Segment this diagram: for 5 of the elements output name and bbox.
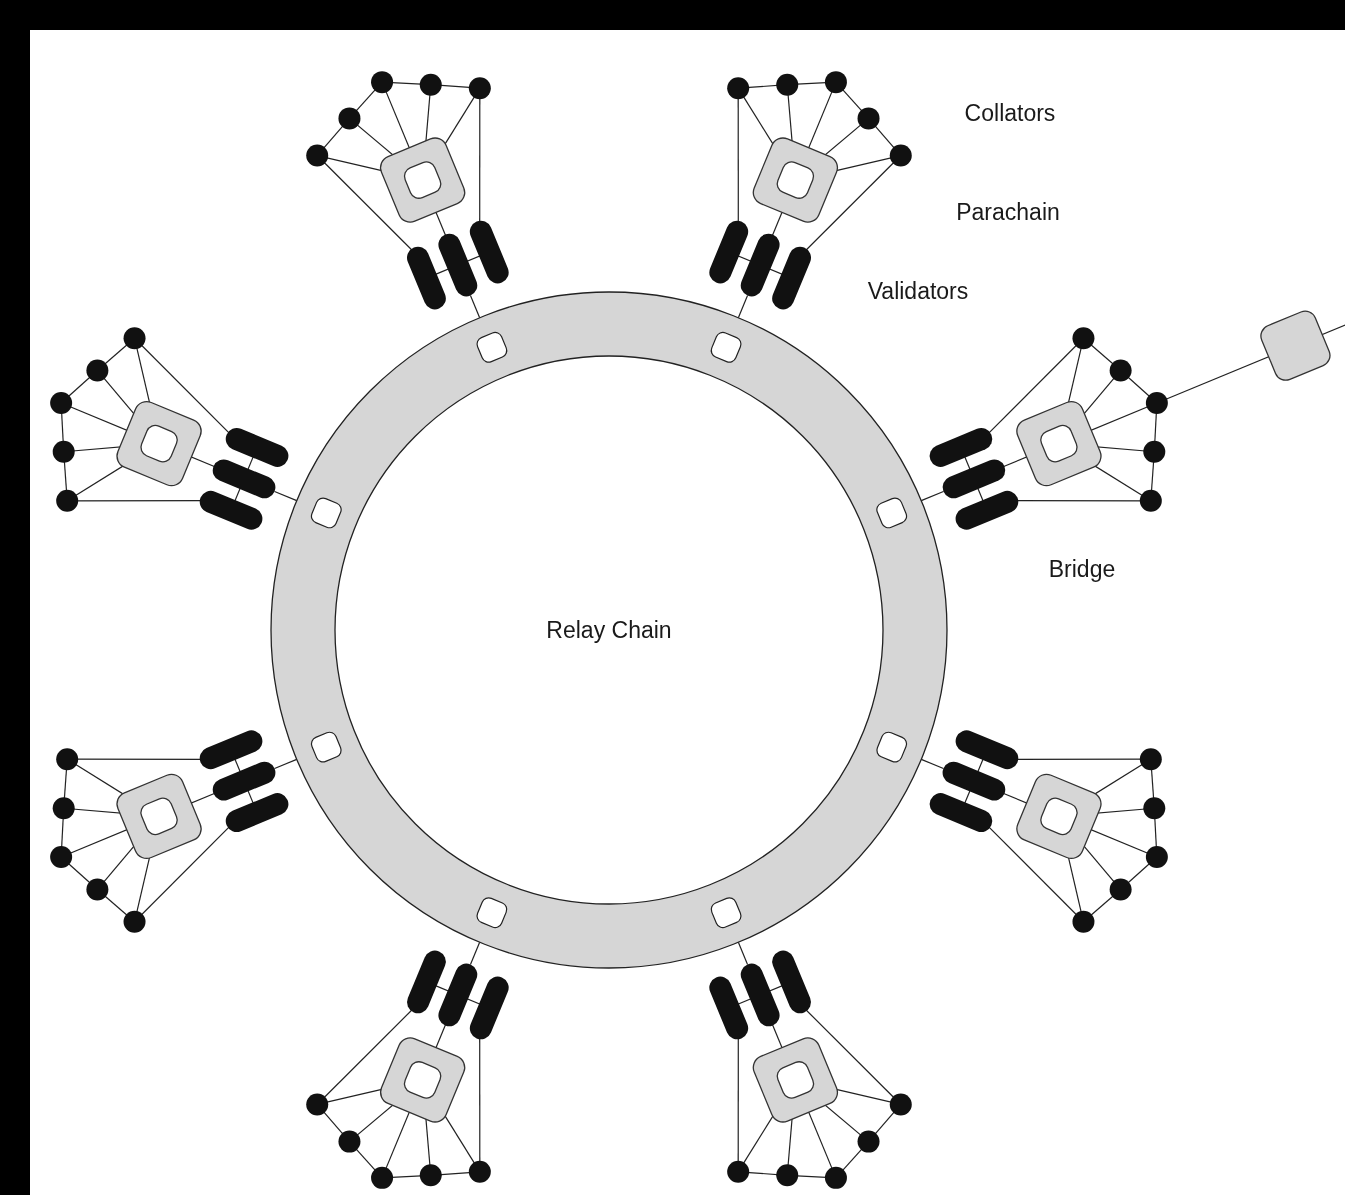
ring-label: Relay Chain — [546, 616, 672, 644]
part-label: Validators — [867, 277, 969, 305]
part-label: Parachain — [956, 198, 1060, 226]
part-label: Bridge — [1048, 555, 1116, 583]
part-label: Collators — [964, 99, 1056, 127]
